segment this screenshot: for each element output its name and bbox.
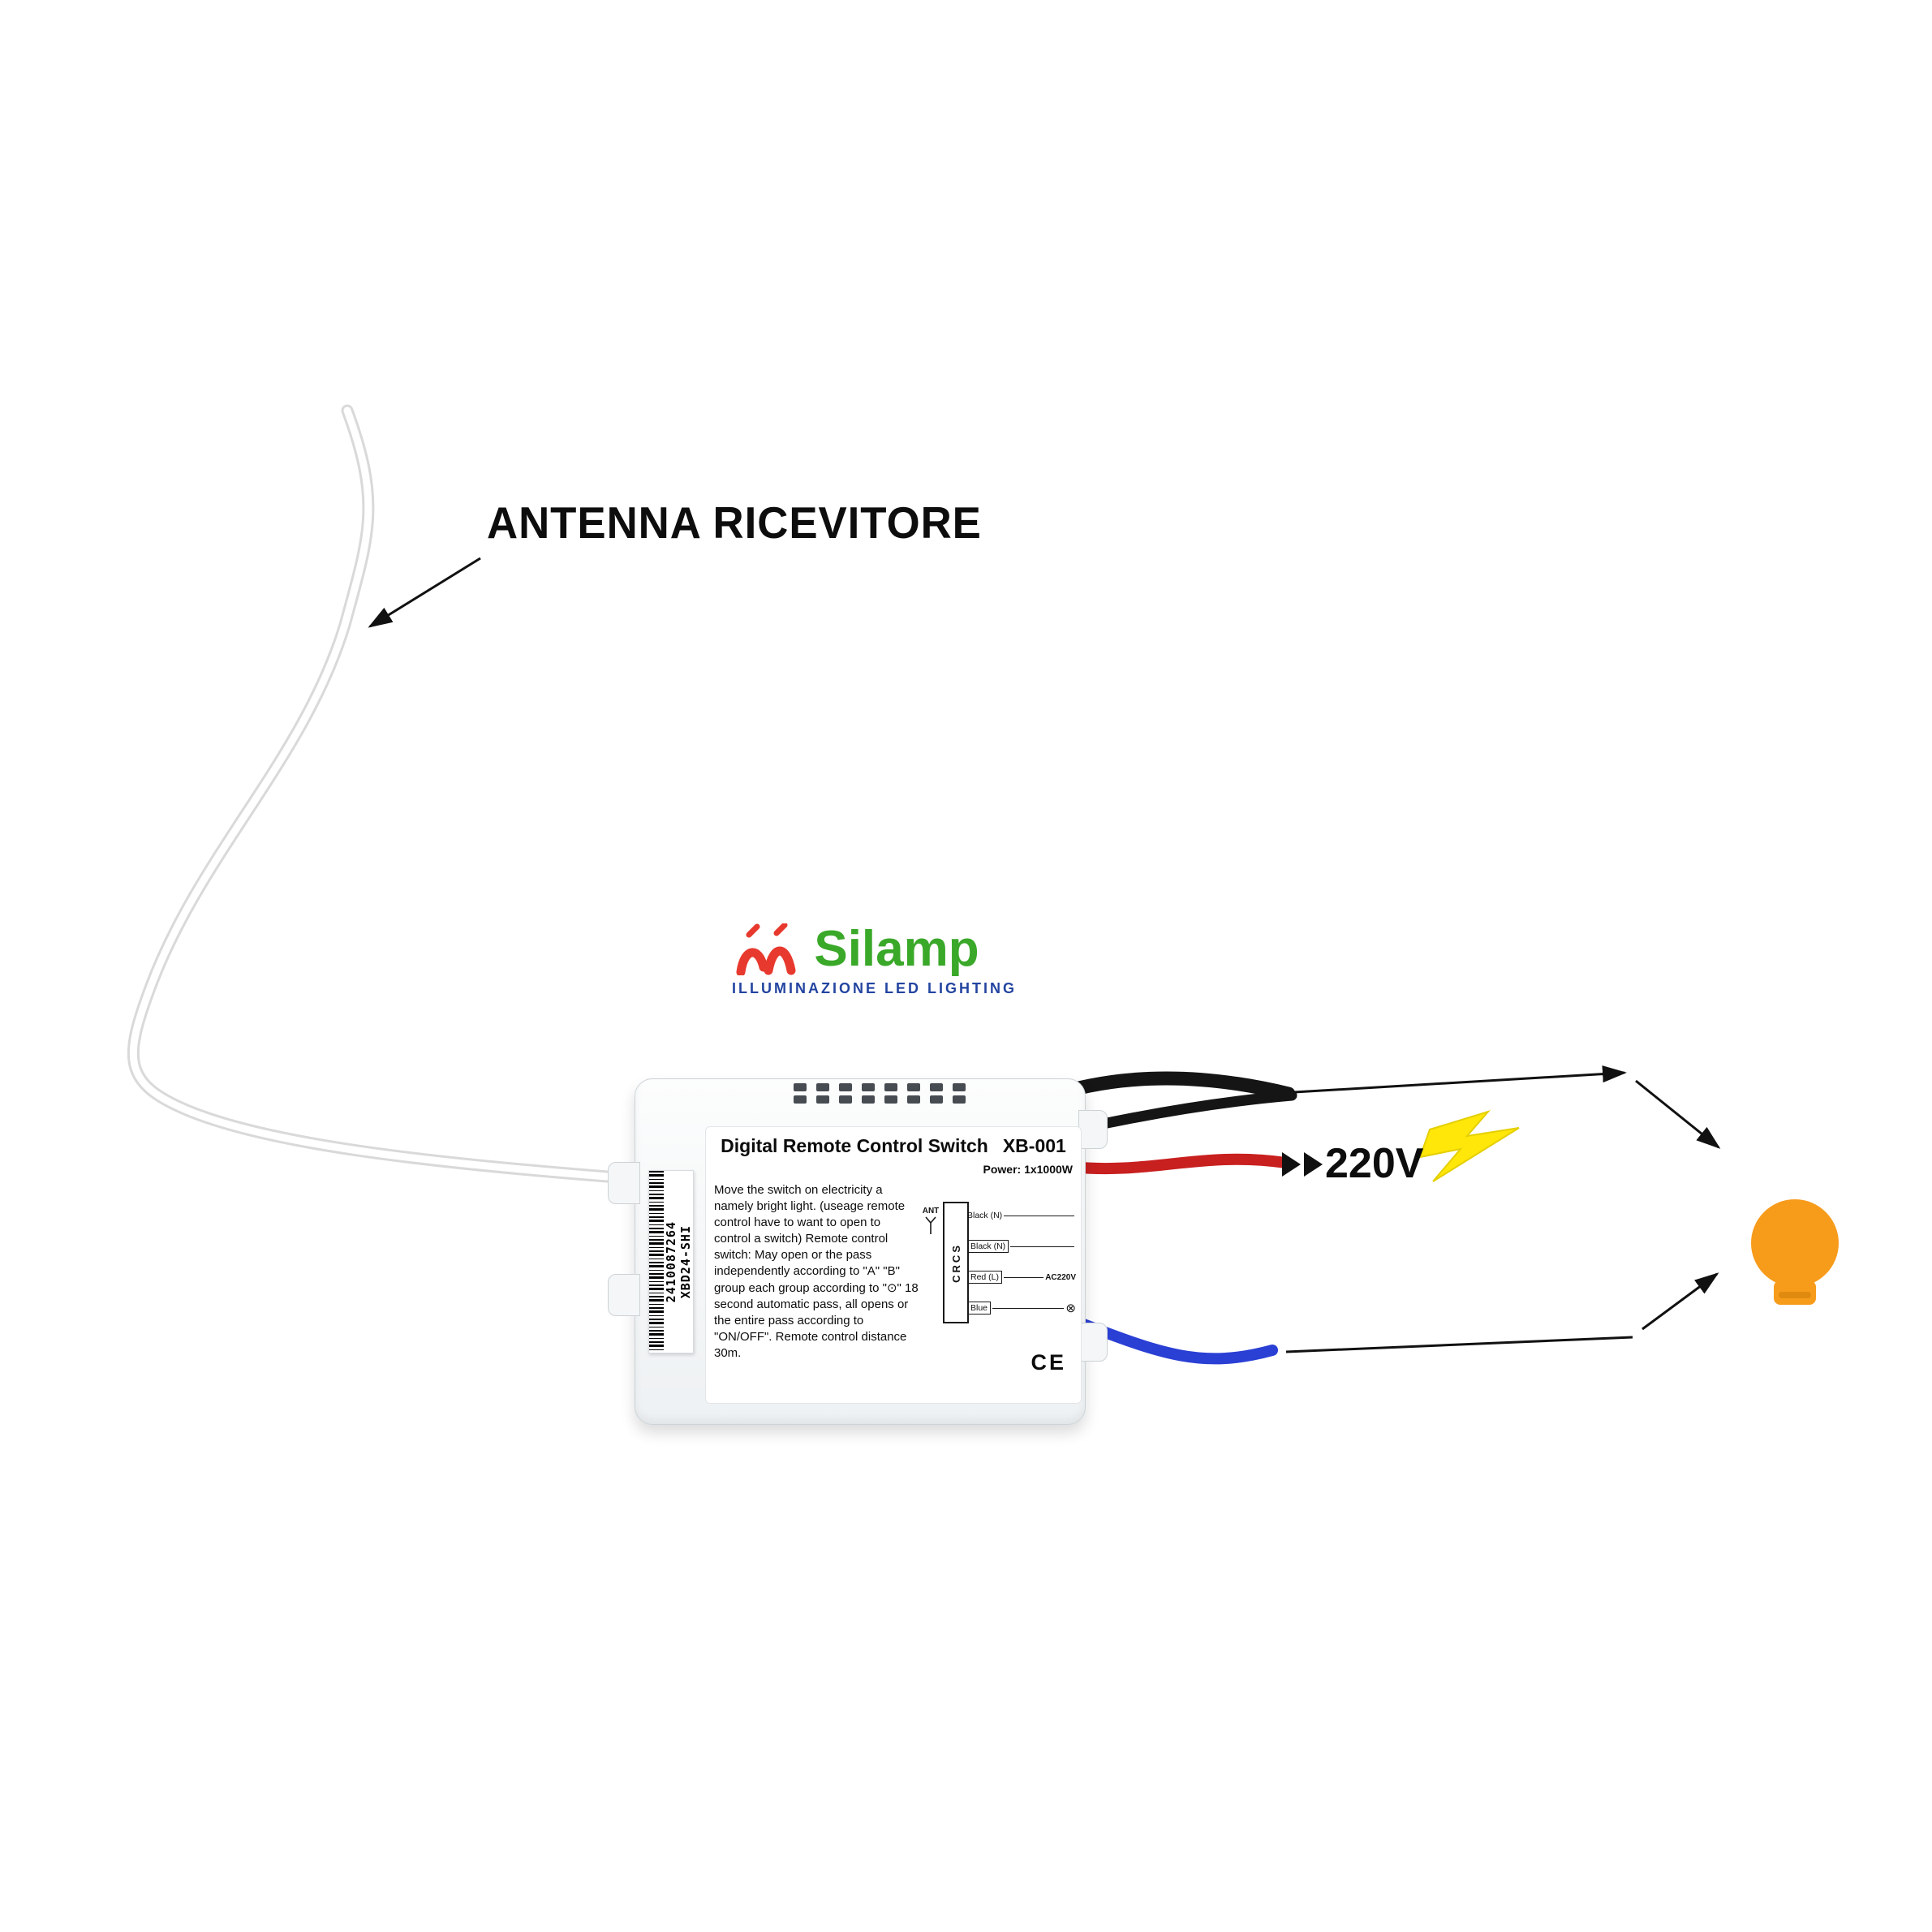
power-rating: Power: 1x1000W bbox=[983, 1163, 1074, 1176]
vent-slot bbox=[907, 1095, 920, 1104]
device-model: XB-001 bbox=[1002, 1135, 1066, 1156]
antenna-wire bbox=[127, 404, 613, 1183]
mounting-tab bbox=[1078, 1110, 1108, 1149]
barcode-number: 2410087264 bbox=[664, 1220, 678, 1303]
ce-mark: CE bbox=[1031, 1350, 1066, 1375]
wire-line bbox=[1010, 1246, 1074, 1247]
wiring-diagram: ANT CRCS Black (N) Black (N) Red (L) bbox=[923, 1202, 1076, 1323]
voltage-label: 220V bbox=[1325, 1140, 1424, 1187]
vent-slot bbox=[816, 1095, 829, 1104]
wire-label: Black (N) bbox=[967, 1240, 1009, 1253]
supply-label: AC220V bbox=[1045, 1272, 1076, 1282]
vent-slot bbox=[862, 1083, 875, 1091]
antenna-receiver-label: ANTENNA RICEVITORE bbox=[487, 497, 982, 548]
diagram-wire-row: Red (L) AC220V bbox=[967, 1265, 1076, 1289]
mounting-tab bbox=[608, 1274, 640, 1316]
vent-slots bbox=[794, 1083, 966, 1104]
wire-line bbox=[1004, 1276, 1044, 1278]
vent-slot bbox=[953, 1095, 966, 1104]
voltage-chevrons bbox=[1282, 1152, 1323, 1177]
vent-slot bbox=[816, 1083, 829, 1091]
light-bulb-icon bbox=[1751, 1199, 1839, 1305]
vent-slot bbox=[930, 1095, 943, 1104]
brand-name: Silamp bbox=[814, 921, 979, 977]
diagram-wire-row: Black (N) bbox=[967, 1203, 1076, 1228]
barcode-stripes bbox=[649, 1171, 664, 1353]
remote-control-switch-device: 2410087264 XBD24-SHI Digital Remote Cont… bbox=[608, 1078, 1108, 1425]
lamp-symbol: ⊗ bbox=[1065, 1301, 1076, 1315]
flow-arrows bbox=[1285, 1065, 1721, 1353]
barcode-sticker: 2410087264 XBD24-SHI bbox=[648, 1170, 694, 1353]
vent-slot bbox=[839, 1095, 852, 1104]
brand-logo-icon bbox=[736, 923, 796, 975]
vent-slot bbox=[862, 1095, 875, 1104]
vent-slot bbox=[884, 1095, 897, 1104]
mounting-tab bbox=[1078, 1323, 1108, 1362]
barcode-code: XBD24-SHI bbox=[678, 1224, 693, 1299]
diagram-wire-row: Blue ⊗ bbox=[967, 1296, 1076, 1320]
crcs-module-label: CRCS bbox=[949, 1242, 962, 1283]
wire-label: Black (N) bbox=[967, 1211, 1003, 1220]
vent-slot bbox=[930, 1083, 943, 1091]
diagram-ant-label: ANT bbox=[922, 1207, 940, 1216]
device-title: Digital Remote Control Switch bbox=[721, 1135, 988, 1156]
wire-label: Red (L) bbox=[967, 1271, 1003, 1284]
brand-tagline: ILLUMINAZIONE LED LIGHTING bbox=[732, 980, 1017, 996]
crcs-module-box: CRCS bbox=[943, 1202, 969, 1323]
vent-slot bbox=[953, 1083, 966, 1091]
diagram-wire-row: Black (N) bbox=[967, 1234, 1076, 1259]
brand-logo: Silamp ILLUMINAZIONE LED LIGHTING bbox=[732, 921, 1017, 997]
lightning-bolt-icon bbox=[1418, 1110, 1520, 1182]
vent-slot bbox=[839, 1083, 852, 1091]
antenna-symbol-icon bbox=[925, 1216, 936, 1234]
vent-slot bbox=[794, 1095, 807, 1104]
vent-slot bbox=[794, 1083, 807, 1091]
device-description: Move the switch on electricity a namely … bbox=[714, 1183, 919, 1360]
vent-slot bbox=[907, 1083, 920, 1091]
wire-label: Blue bbox=[967, 1302, 992, 1315]
device-label-panel: Digital Remote Control Switch XB-001 Pow… bbox=[705, 1126, 1082, 1404]
wire-line bbox=[992, 1307, 1065, 1309]
mounting-tab bbox=[608, 1162, 640, 1204]
antenna-pointer-arrow bbox=[368, 557, 481, 628]
vent-slot bbox=[884, 1083, 897, 1091]
